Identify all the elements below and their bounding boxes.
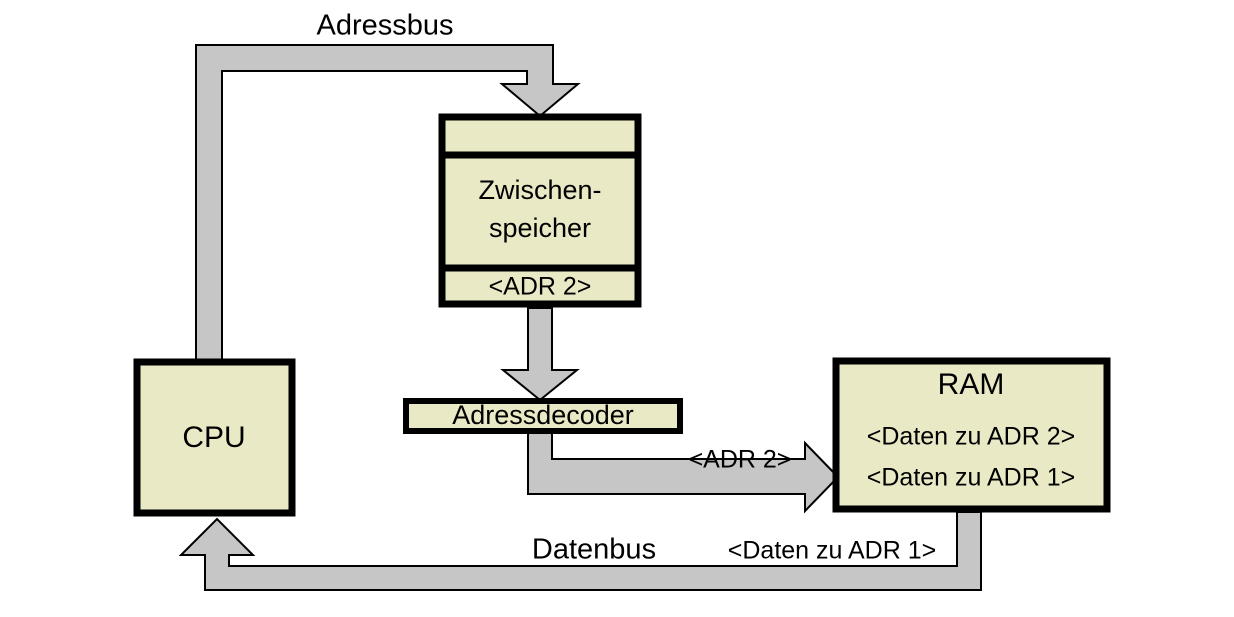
cpu-box[interactable] xyxy=(133,358,296,517)
ram-box[interactable] xyxy=(832,357,1111,513)
node-zwischenspeicher[interactable]: Zwischen- speicher <ADR 2> xyxy=(438,113,642,308)
zwischenspeicher-box[interactable] xyxy=(438,113,642,308)
datenbus-label: Datenbus xyxy=(532,534,656,566)
adressdecoder-box[interactable] xyxy=(403,398,683,434)
connection-zwischenspeicher-to-adressdecoder xyxy=(500,307,580,402)
connection-adressbus xyxy=(195,44,581,367)
ram-row-0: <Daten zu ADR 2> xyxy=(867,423,1075,451)
cpu-label: CPU xyxy=(182,421,245,454)
zwischenspeicher-title-line2: speicher xyxy=(489,213,591,243)
datenbus-payload-label: <Daten zu ADR 1> xyxy=(728,537,936,565)
adressbus-arrow-shape xyxy=(195,44,581,367)
connection-datenbus xyxy=(178,511,982,591)
ram-row-1: <Daten zu ADR 1> xyxy=(867,464,1075,492)
ram-title: RAM xyxy=(938,368,1005,401)
decoder-ram-arrow-shape xyxy=(527,431,840,514)
node-adressdecoder[interactable]: Adressdecoder xyxy=(403,398,683,434)
adr2-transfer-label: <ADR 2> xyxy=(689,446,792,474)
adressbus-label: Adressbus xyxy=(316,10,453,42)
connection-adressdecoder-to-ram xyxy=(527,431,840,514)
node-ram[interactable]: RAM <Daten zu ADR 2> <Daten zu ADR 1> xyxy=(832,357,1111,513)
zwischenspeicher-title-line1: Zwischen- xyxy=(478,175,601,205)
datenbus-arrow-shape xyxy=(178,511,982,591)
zs-decoder-arrow-shape xyxy=(500,307,580,402)
adressdecoder-label: Adressdecoder xyxy=(452,400,634,430)
node-cpu[interactable]: CPU xyxy=(133,358,296,517)
zwischenspeicher-adr-value: <ADR 2> xyxy=(489,273,592,301)
